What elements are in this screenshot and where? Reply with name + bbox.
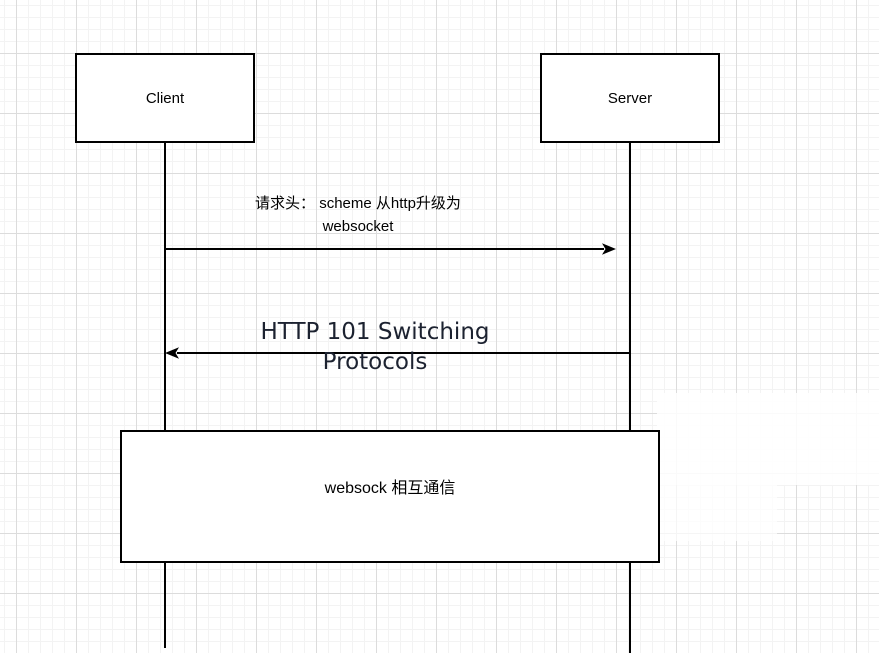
arrowhead-right-icon	[602, 243, 616, 255]
note-box-websock[interactable]: websock 相互通信	[120, 430, 660, 563]
actor-box-client[interactable]: Client	[75, 53, 255, 143]
actor-box-server[interactable]: Server	[540, 53, 720, 143]
message-arrow-response[interactable]	[165, 347, 630, 359]
message-arrow-request[interactable]	[165, 243, 616, 255]
actor-label-client: Client	[145, 89, 185, 107]
actor-label-server: Server	[607, 89, 653, 107]
message-response-label[interactable]: HTTP 101 Switching Protocols	[260, 319, 490, 375]
grid-artifact-patch	[657, 393, 879, 485]
message-request-label[interactable]: 请求头： scheme 从http升级为 websocket	[255, 195, 461, 235]
grid-artifact-patch	[657, 485, 777, 541]
note-label: websock 相互通信	[324, 479, 456, 497]
arrowhead-left-icon	[165, 347, 179, 359]
